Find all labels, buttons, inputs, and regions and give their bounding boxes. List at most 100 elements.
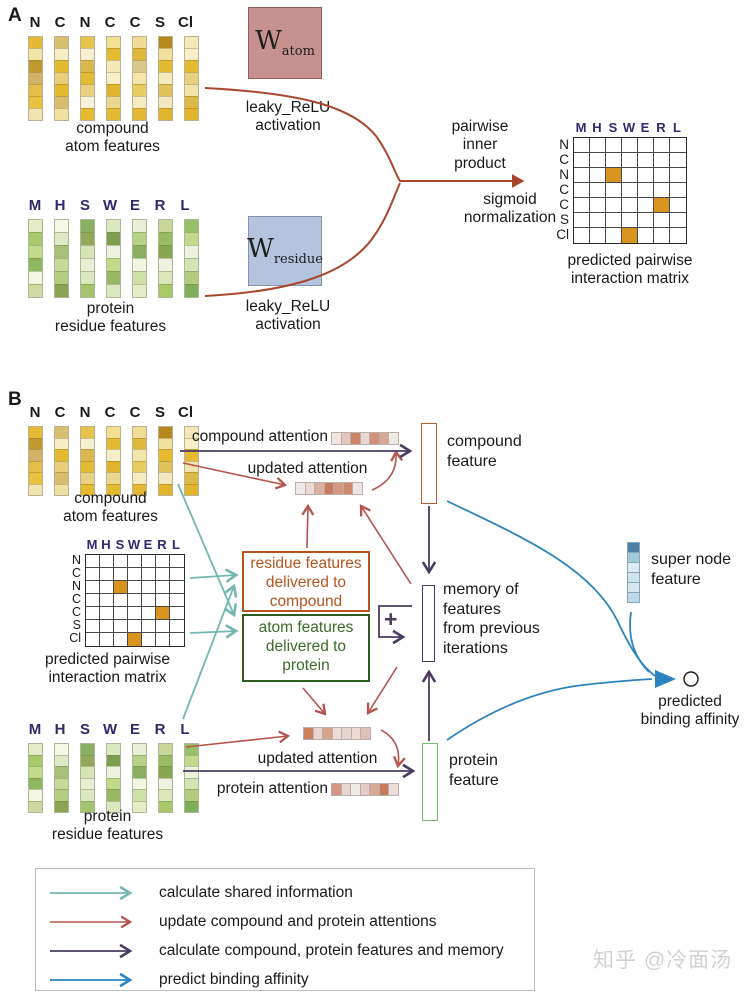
matrix-cell xyxy=(590,183,606,198)
column-label: N xyxy=(79,404,91,421)
matrix-cell xyxy=(670,228,686,243)
strip-cell xyxy=(388,432,399,445)
feature-cell xyxy=(107,777,120,789)
feature-cell xyxy=(185,72,198,84)
matrix-caption-b: predicted pairwise interaction matrix xyxy=(45,651,170,687)
matrix-cell xyxy=(590,153,606,168)
feature-cell xyxy=(107,245,120,258)
feature-cell xyxy=(55,789,68,801)
feature-cell xyxy=(159,96,172,108)
arrow-atombox-to-updated-attention xyxy=(302,687,327,716)
arrow-updated-attention-to-compound-feature xyxy=(371,449,404,491)
matrix-cell xyxy=(654,213,670,228)
feature-cell xyxy=(55,483,68,495)
arrow-matrix-to-atombox xyxy=(189,624,239,639)
protein-feature-label: protein feature xyxy=(449,752,499,789)
matrix-cell xyxy=(128,607,142,620)
feature-cell xyxy=(159,437,172,449)
matrix-grid xyxy=(573,137,687,244)
predicted-binding-affinity-label: predicted binding affinity xyxy=(640,693,740,729)
feature-cell xyxy=(107,483,120,495)
matrix-grid xyxy=(85,554,185,647)
matrix-cell xyxy=(142,555,156,568)
feature-cell xyxy=(159,744,172,755)
feature-cell xyxy=(133,37,146,48)
feature-cell xyxy=(81,449,94,461)
feature-cell xyxy=(185,271,198,284)
matrix-cell xyxy=(670,153,686,168)
feature-column xyxy=(106,36,121,121)
feature-cell xyxy=(29,766,42,778)
protein-feature-bar xyxy=(422,743,438,821)
protein-attention-label: protein attention xyxy=(216,780,328,797)
feature-cell xyxy=(159,800,172,812)
matrix-row-label: N xyxy=(71,553,81,567)
feature-cell xyxy=(133,449,146,461)
feature-cell xyxy=(159,472,172,484)
feature-cell xyxy=(159,427,172,438)
matrix-column-header: S xyxy=(608,120,618,135)
matrix-cell xyxy=(142,620,156,633)
feature-cell xyxy=(81,245,94,258)
blue-arrowhead xyxy=(655,670,676,688)
matrix-cell xyxy=(100,607,114,620)
feature-column xyxy=(54,743,69,813)
feature-cell xyxy=(185,220,198,232)
protein-attention-strip xyxy=(331,783,399,796)
arrow-matrix-to-residuebox xyxy=(189,568,239,583)
matrix-cell xyxy=(590,138,606,153)
feature-cell xyxy=(55,754,68,766)
feature-cell xyxy=(29,72,42,84)
matrix-cell xyxy=(100,581,114,594)
feature-cell xyxy=(55,800,68,812)
matrix-cell xyxy=(170,568,184,581)
feature-cell xyxy=(185,800,198,812)
feature-cell xyxy=(55,427,68,438)
column-label: M xyxy=(28,197,42,214)
feature-cell xyxy=(55,60,68,72)
feature-cell xyxy=(29,427,42,438)
column-label: S xyxy=(154,404,165,421)
column-row xyxy=(28,36,199,121)
feature-cell xyxy=(81,220,94,232)
feature-cell xyxy=(133,472,146,484)
feature-cell xyxy=(133,744,146,755)
column-label: C xyxy=(129,14,141,31)
matrix-cell xyxy=(100,568,114,581)
column-label: N xyxy=(29,404,41,421)
feature-cell xyxy=(185,48,198,60)
column-label: C xyxy=(129,404,141,421)
matrix-cell xyxy=(170,581,184,594)
feature-cell xyxy=(185,84,198,96)
blue-arrow-icon xyxy=(50,972,133,987)
feature-cell xyxy=(107,766,120,778)
matrix-cell xyxy=(156,568,170,581)
feature-cell xyxy=(81,84,94,96)
matrix-cell xyxy=(606,183,622,198)
feature-cell xyxy=(159,108,172,120)
feature-column xyxy=(54,36,69,121)
feature-cell xyxy=(107,72,120,84)
matrix-cell xyxy=(606,198,622,213)
arrow-protein-to-updated-attention xyxy=(185,730,291,748)
matrix-cell xyxy=(638,168,654,183)
feature-cell xyxy=(159,460,172,472)
feature-cell xyxy=(185,284,198,297)
matrix-column-header: W xyxy=(127,537,141,552)
feature-cell xyxy=(133,777,146,789)
feature-cell xyxy=(55,449,68,461)
matrix-cell xyxy=(606,228,622,243)
feature-cell xyxy=(133,754,146,766)
matrix-cell xyxy=(638,198,654,213)
feature-cell xyxy=(55,232,68,245)
feature-cell xyxy=(55,245,68,258)
feature-column xyxy=(158,219,173,298)
w-residue-symbol: Wresidue xyxy=(247,234,323,268)
matrix-column-header: S xyxy=(115,537,125,552)
feature-column xyxy=(132,743,147,813)
feature-column xyxy=(158,426,173,496)
matrix-cell xyxy=(638,183,654,198)
matrix-cell xyxy=(142,594,156,607)
